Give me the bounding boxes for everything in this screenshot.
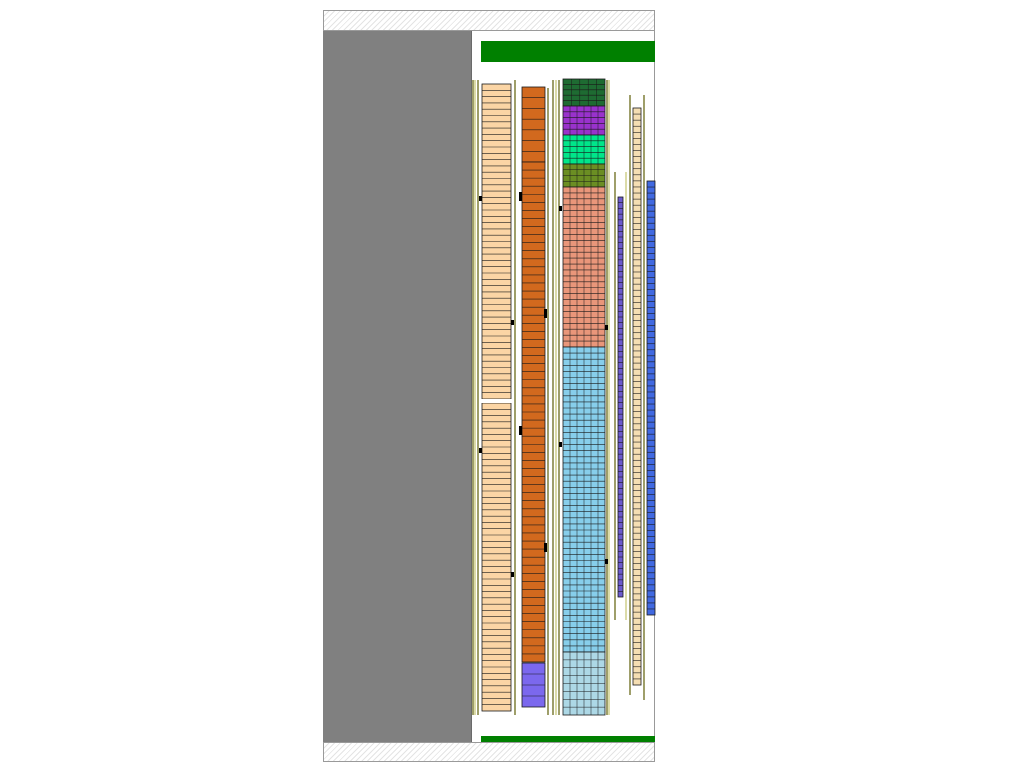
marker-tick xyxy=(559,206,562,211)
marker-tick xyxy=(519,426,522,435)
marker-tick xyxy=(511,572,514,577)
bottom-hatched-band xyxy=(323,742,655,762)
gray-side-panel xyxy=(323,31,472,742)
marker-tick xyxy=(559,442,562,447)
tan-strip xyxy=(632,107,642,686)
peach-column-lower xyxy=(481,402,512,712)
dark-green-block xyxy=(562,78,606,107)
marker-tick xyxy=(605,559,608,564)
peach-gap xyxy=(481,399,513,403)
marker-tick xyxy=(479,448,482,453)
marker-tick xyxy=(544,543,547,552)
marker-tick xyxy=(479,196,482,201)
orange-column-top xyxy=(521,86,546,163)
marker-tick xyxy=(544,309,547,318)
marker-tick xyxy=(511,320,514,325)
top-green-bar xyxy=(481,41,655,62)
bottom-green-bar xyxy=(481,736,655,742)
top-hatched-band xyxy=(323,10,655,31)
marker-tick xyxy=(519,192,522,201)
marker-tick xyxy=(605,325,608,330)
